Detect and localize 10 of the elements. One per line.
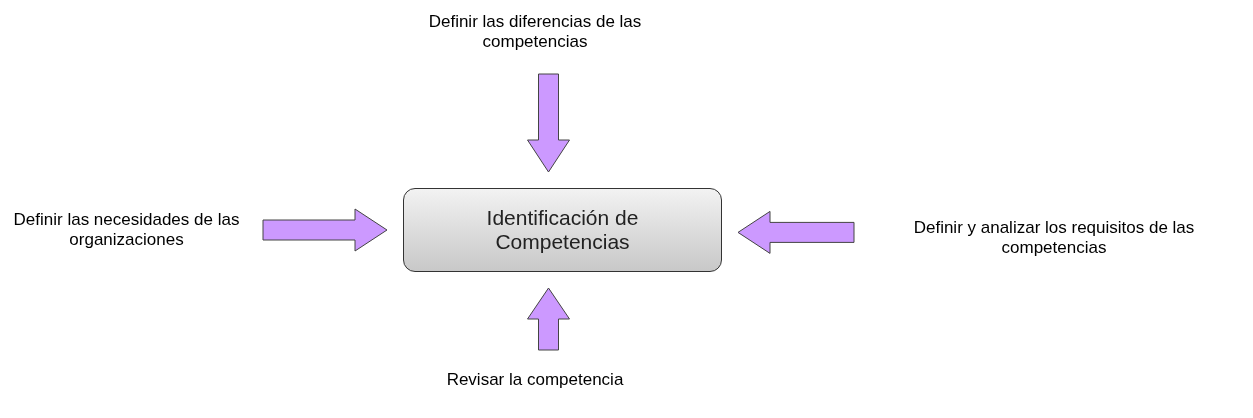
block-arrow	[262, 208, 388, 252]
block-arrow	[527, 73, 570, 173]
block-arrow	[737, 210, 855, 254]
input-label: Definir las diferencias de las competencias	[427, 12, 643, 52]
input-label: Revisar la competencia	[446, 370, 624, 390]
input-label: Definir las necesidades de las organizaciones	[12, 210, 241, 250]
process-label: Identificación de Competencias	[485, 206, 640, 254]
block-arrow	[527, 287, 570, 351]
process-box	[403, 188, 722, 272]
input-label: Definir y analizar los requisitos de las competencias	[912, 218, 1196, 258]
